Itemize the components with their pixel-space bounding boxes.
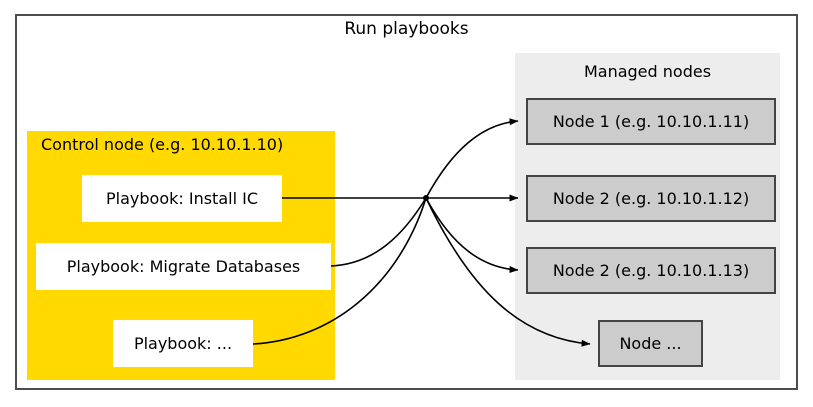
node-box-2[interactable]: Node 2 (e.g. 10.10.1.12) xyxy=(526,175,776,222)
node-box-3[interactable]: Node 2 (e.g. 10.10.1.13) xyxy=(526,247,776,294)
node-box-1[interactable]: Node 1 (e.g. 10.10.1.11) xyxy=(526,98,776,145)
node-box-4[interactable]: Node ... xyxy=(598,320,703,367)
control-node-label: Control node (e.g. 10.10.1.10) xyxy=(41,135,284,154)
managed-nodes-label: Managed nodes xyxy=(583,62,712,81)
playbook-box-install-ic[interactable]: Playbook: Install IC xyxy=(82,175,282,222)
playbook-box-more[interactable]: Playbook: ... xyxy=(113,320,253,367)
playbook-box-migrate-databases[interactable]: Playbook: Migrate Databases xyxy=(36,243,331,290)
page-title: Run playbooks xyxy=(344,19,469,39)
